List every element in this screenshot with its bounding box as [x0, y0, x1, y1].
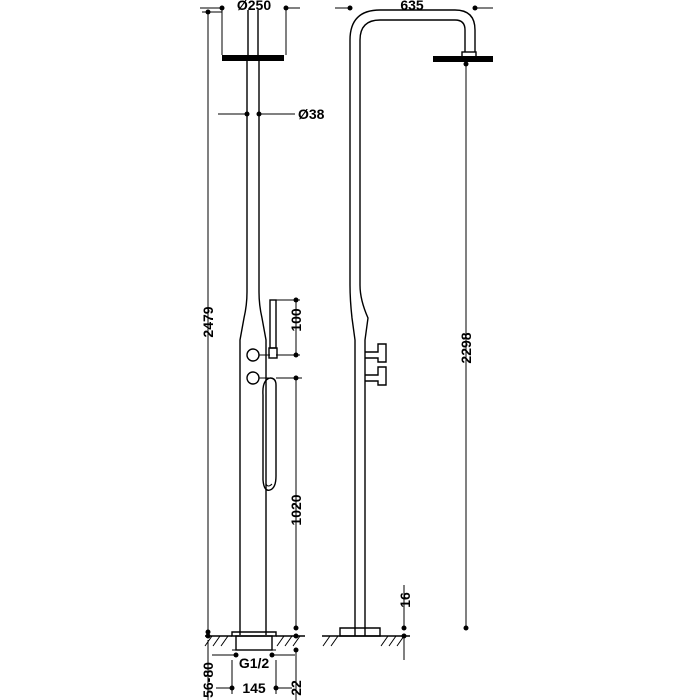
dimension-lines	[200, 5, 493, 700]
dim-connection: G1/2	[239, 655, 270, 671]
dim-valve-height: 1020	[288, 494, 304, 525]
dim-hand-shower-length: 100	[288, 308, 304, 332]
dim-pipe-diameter: Ø38	[298, 106, 325, 122]
dim-recess-depth: 56-80	[200, 662, 216, 698]
side-upper-valve	[365, 343, 387, 363]
front-upper-valve	[246, 348, 260, 362]
front-lower-valve	[246, 371, 260, 385]
front-view	[204, 10, 305, 651]
front-hose	[262, 377, 277, 491]
dim-head-height: 2298	[458, 332, 474, 363]
dimension-labels: Ø250 635 Ø38 2479 2298 100 1020 16 G1/2 …	[200, 0, 474, 698]
side-lower-valve	[365, 366, 387, 386]
front-base-recess	[235, 635, 273, 651]
front-column	[239, 61, 267, 635]
dim-base-offset: 22	[288, 680, 304, 696]
front-head-rod	[247, 10, 259, 55]
dim-base-thickness: 16	[397, 592, 413, 608]
dim-arm-reach: 635	[400, 0, 424, 13]
dim-base-width: 145	[242, 680, 266, 696]
front-hand-shower	[269, 299, 277, 349]
dim-total-height: 2479	[200, 306, 216, 337]
side-view	[322, 9, 493, 647]
side-shower-head	[433, 56, 493, 62]
front-shower-head	[222, 55, 284, 61]
dim-head-diameter: Ø250	[237, 0, 271, 13]
side-base-plate	[339, 627, 381, 637]
side-column	[349, 9, 476, 636]
